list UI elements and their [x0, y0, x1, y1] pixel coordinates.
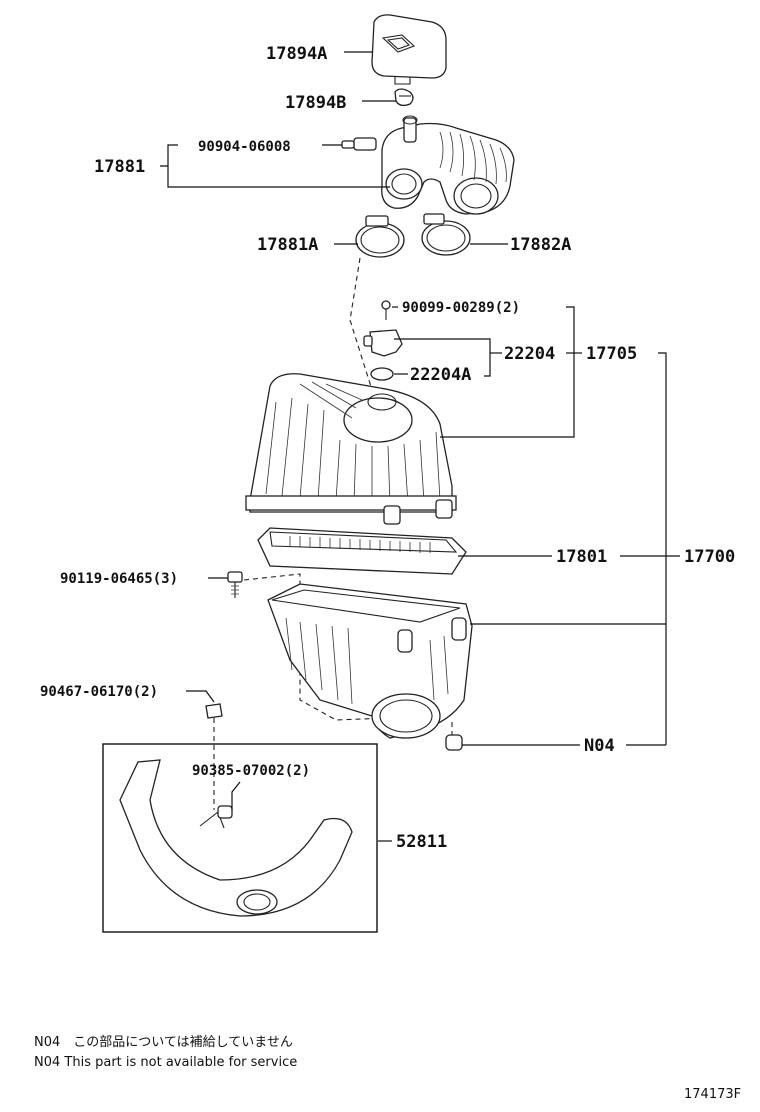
- part-N04-grommet: [445, 722, 463, 751]
- label-17881: 17881: [94, 157, 145, 177]
- label-52811: 52811: [396, 832, 447, 852]
- label-N04: N04: [584, 736, 615, 756]
- guide-line-clamp: [349, 257, 373, 391]
- part-17801-filter: [257, 527, 467, 575]
- part-22204A-oring: [370, 367, 394, 381]
- leader-lines: [160, 51, 680, 842]
- part-17882A-clamp: [421, 213, 471, 256]
- part-17700-lower-case: [267, 583, 473, 739]
- part-52811-duct: [119, 759, 353, 917]
- label-17801: 17801: [556, 547, 607, 567]
- label-17882A: 17882A: [510, 235, 571, 255]
- part-17881-inlet-hose: [381, 115, 515, 215]
- label-90119-06465: 90119-06465(3): [60, 571, 178, 587]
- label-90467-06170: 90467-06170(2): [40, 684, 158, 700]
- part-90119-bolt: [227, 571, 243, 598]
- part-52811-box: [102, 743, 378, 933]
- label-17705: 17705: [586, 344, 637, 364]
- part-17881A-clamp: [355, 215, 405, 258]
- label-17894B: 17894B: [285, 93, 346, 113]
- label-22204A: 22204A: [410, 365, 471, 385]
- label-90385-07002: 90385-07002(2): [192, 763, 310, 779]
- figure-id: 174173F: [684, 1087, 741, 1102]
- label-17881A: 17881A: [257, 235, 318, 255]
- part-90904-sensor: [341, 137, 377, 151]
- part-90385-cushion: [217, 805, 233, 819]
- part-90099-screw: [381, 300, 391, 320]
- part-90467-clip: [205, 703, 223, 810]
- part-22204-sensor: [363, 329, 403, 357]
- label-17700: 17700: [684, 547, 735, 567]
- part-17705-upper-cap: [245, 373, 457, 525]
- part-17894A-cover: [371, 14, 447, 85]
- part-17894B-clip: [394, 88, 414, 107]
- label-90099-00289: 90099-00289(2): [402, 300, 520, 316]
- label-22204: 22204: [504, 344, 555, 364]
- label-17894A: 17894A: [266, 44, 327, 64]
- label-90904-06008: 90904-06008: [198, 139, 291, 155]
- note-english: N04 This part is not available for servi…: [34, 1055, 297, 1070]
- note-japanese: N04 この部品については補給していません: [34, 1035, 293, 1050]
- guide-line-bolt: [243, 573, 441, 721]
